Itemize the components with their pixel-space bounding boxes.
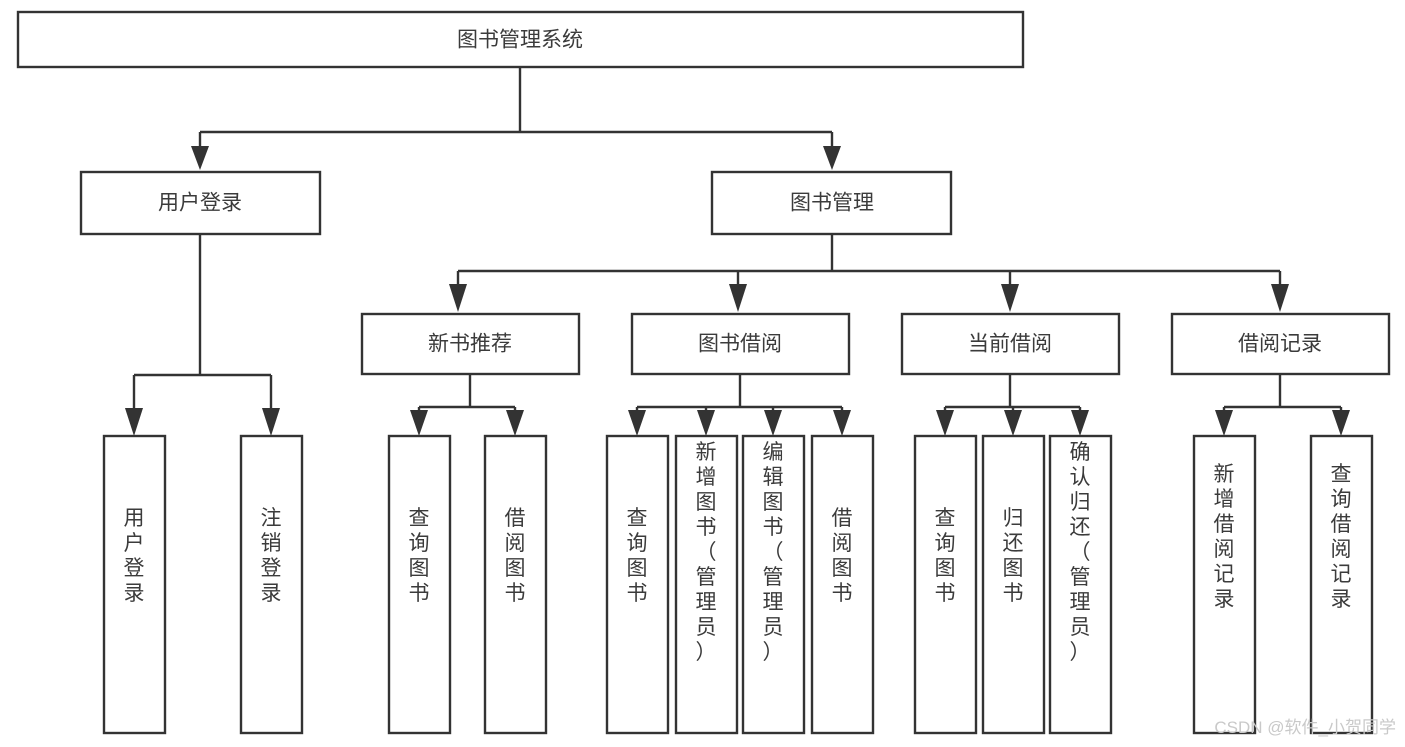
- arrow-to-user-login: [191, 146, 209, 170]
- node-book-manage-label: 图书管理: [790, 192, 874, 215]
- leaf-edit-book[interactable]: 编辑图书（管理员）: [741, 434, 806, 735]
- leaf-edit-book-box[interactable]: [741, 434, 806, 735]
- arrow-to-leaf-user-login: [125, 408, 143, 436]
- leaf-return-book[interactable]: 归还图书: [981, 434, 1046, 735]
- leaf-add-book-box[interactable]: [674, 434, 739, 735]
- arrow-to-leaf-query-book-2: [628, 410, 646, 436]
- node-new-book-recommend-label: 新书推荐: [428, 333, 512, 356]
- arrow-to-current-borrow: [1001, 284, 1019, 312]
- node-root[interactable]: 图书管理系统: [16, 10, 1025, 69]
- arrow-to-new-book-recommend: [449, 284, 467, 312]
- node-book-manage[interactable]: 图书管理: [710, 170, 953, 236]
- csdn-watermark: CSDN @软件_小贺同学: [1214, 718, 1396, 737]
- node-user-login-box[interactable]: [79, 170, 322, 236]
- leaf-query-book-3-label: 查询图书: [935, 507, 956, 605]
- leaf-borrow-book-2-label: 借阅图书: [832, 507, 853, 605]
- arrow-to-leaf-borrow-book-1: [506, 410, 524, 436]
- node-book-manage-box[interactable]: [710, 170, 953, 236]
- node-root-label: 图书管理系统: [457, 29, 583, 52]
- edge-user-login-trunk: [132, 235, 273, 408]
- edges-layer: [132, 67, 1343, 422]
- node-borrow-record-label: 借阅记录: [1238, 333, 1322, 356]
- node-root-box[interactable]: [16, 10, 1025, 69]
- leaf-add-record-label: 新增借阅记录: [1214, 463, 1235, 611]
- node-new-book-recommend[interactable]: 新书推荐: [360, 312, 581, 376]
- leaf-query-book-3[interactable]: 查询图书: [913, 434, 978, 735]
- arrow-to-leaf-add-record: [1215, 410, 1233, 436]
- leaf-query-book-2-label: 查询图书: [627, 507, 648, 605]
- arrow-to-leaf-query-book-3: [936, 410, 954, 436]
- arrow-to-book-borrow: [729, 284, 747, 312]
- arrowheads-layer: [125, 146, 1350, 436]
- node-borrow-record[interactable]: 借阅记录: [1170, 312, 1391, 376]
- node-current-borrow-box[interactable]: [900, 312, 1121, 376]
- leaf-add-record-box[interactable]: [1192, 434, 1257, 735]
- leaf-logout-login[interactable]: 注销登录: [239, 434, 304, 735]
- arrow-to-leaf-add-book: [697, 410, 715, 436]
- leaf-confirm-return-box[interactable]: [1048, 434, 1113, 735]
- leaf-query-record[interactable]: 查询借阅记录: [1309, 434, 1374, 735]
- leaf-query-book-2[interactable]: 查询图书: [605, 434, 670, 735]
- leaf-borrow-book-1-label: 借阅图书: [505, 507, 526, 605]
- node-new-book-recommend-box[interactable]: [360, 312, 581, 376]
- leaf-query-book-2-box[interactable]: [605, 434, 670, 735]
- edge-book-manage-trunk: [456, 235, 1282, 288]
- leaf-query-record-box[interactable]: [1309, 434, 1374, 735]
- leaf-user-login[interactable]: 用户登录: [102, 434, 167, 735]
- node-book-borrow-label: 图书借阅: [698, 333, 782, 356]
- node-book-borrow-box[interactable]: [630, 312, 851, 376]
- leaf-return-book-box[interactable]: [981, 434, 1046, 735]
- arrow-to-leaf-query-record: [1332, 410, 1350, 436]
- leaf-edit-book-label: 编辑图书（管理员）: [763, 441, 784, 664]
- leaf-return-book-label: 归还图书: [1003, 507, 1024, 605]
- leaf-user-login-box[interactable]: [102, 434, 167, 735]
- edge-book-borrow-trunk: [635, 375, 844, 422]
- node-user-login[interactable]: 用户登录: [79, 170, 322, 236]
- leaf-borrow-book-1[interactable]: 借阅图书: [483, 434, 548, 735]
- leaf-confirm-return-label: 确认归还（管理员）: [1070, 441, 1091, 664]
- leaf-logout-login-label: 注销登录: [261, 507, 282, 605]
- node-current-borrow[interactable]: 当前借阅: [900, 312, 1121, 376]
- node-borrow-record-box[interactable]: [1170, 312, 1391, 376]
- node-book-borrow[interactable]: 图书借阅: [630, 312, 851, 376]
- edge-borrow-record-trunk: [1222, 375, 1343, 422]
- leaf-confirm-return[interactable]: 确认归还（管理员）: [1048, 434, 1113, 735]
- arrow-to-book-manage: [823, 146, 841, 170]
- leaf-borrow-book-2-box[interactable]: [810, 434, 875, 735]
- leaf-add-book-label: 新增图书（管理员）: [696, 441, 717, 664]
- leaf-query-book-1-label: 查询图书: [409, 507, 430, 605]
- leaf-query-book-1[interactable]: 查询图书: [387, 434, 452, 735]
- leaf-add-book[interactable]: 新增图书（管理员）: [674, 434, 739, 735]
- leaf-borrow-book-1-box[interactable]: [483, 434, 548, 735]
- node-current-borrow-label: 当前借阅: [968, 333, 1052, 356]
- arrow-to-leaf-borrow-book-2: [833, 410, 851, 436]
- leaf-add-record[interactable]: 新增借阅记录: [1192, 434, 1257, 735]
- arrow-to-borrow-record: [1271, 284, 1289, 312]
- edge-root-trunk: [198, 67, 834, 150]
- arrow-to-leaf-edit-book: [764, 410, 782, 436]
- leaf-query-book-1-box[interactable]: [387, 434, 452, 735]
- leaf-borrow-book-2[interactable]: 借阅图书: [810, 434, 875, 735]
- arrow-to-leaf-return-book: [1004, 410, 1022, 436]
- arrow-to-leaf-confirm-return: [1071, 410, 1089, 436]
- leaf-query-record-label: 查询借阅记录: [1331, 463, 1352, 611]
- edge-new-book-recommend-trunk: [417, 375, 517, 422]
- leaf-query-book-3-box[interactable]: [913, 434, 978, 735]
- node-user-login-label: 用户登录: [158, 192, 242, 215]
- arrow-to-leaf-logout-login: [262, 408, 280, 436]
- leaf-logout-login-box[interactable]: [239, 434, 304, 735]
- leaves-layer: 用户登录 注销登录 查询图书 借阅图书 查询图书 新增图书（管理员）: [102, 434, 1374, 735]
- arrow-to-leaf-query-book-1: [410, 410, 428, 436]
- leaf-user-login-label: 用户登录: [124, 507, 145, 605]
